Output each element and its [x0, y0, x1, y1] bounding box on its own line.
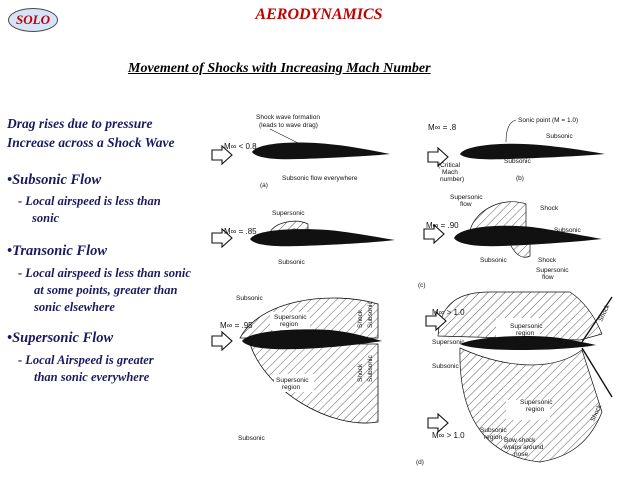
sonic-point-label: Sonic point (M = 1.0) — [518, 117, 578, 124]
subsonic-top-d1: Subsonic — [236, 295, 263, 302]
tag-a: (a) — [260, 182, 268, 189]
supersonic-top-d1-1: Supersonic — [274, 314, 307, 321]
subsonic-heading: •Subsonic Flow — [7, 172, 102, 188]
airfoil-d1 — [242, 329, 382, 350]
mach-top-d2: M∞ > 1.0 — [432, 308, 465, 317]
supersonic-mid-d2-1: Supersonic — [520, 399, 553, 406]
airfoil-b — [460, 143, 605, 160]
bow-shock-3: nose — [514, 451, 528, 458]
intro-line-2: Increase across a Shock Wave — [7, 135, 175, 150]
tag-c: (c) — [418, 282, 426, 289]
page-title: AERODYNAMICS — [255, 6, 383, 23]
panel-b: M∞ = .8 Sonic point (M = 1.0) Subsonic S… — [427, 117, 605, 183]
shock-top-d2: Shock — [597, 303, 611, 323]
transonic-line-2: at some points, greater than — [34, 283, 178, 297]
mach-bottom-d2: M∞ > 1.0 — [432, 431, 465, 440]
subsonic-top-c1: Subsonic — [320, 234, 347, 241]
airfoil-a — [252, 142, 390, 160]
critical-3: number) — [440, 176, 464, 183]
shock-top-c2: Shock — [540, 205, 559, 212]
supersonic-line-1: - Local Airspeed is greater — [18, 353, 154, 367]
intro-text: Drag rises due to pressure Increase acro… — [7, 114, 175, 152]
flow-arrow-icon — [211, 331, 233, 351]
subsonic-bottom-d1: Subsonic — [238, 435, 265, 442]
label-bg — [496, 318, 540, 338]
label-bg — [270, 312, 310, 330]
critical-1: (Critical — [438, 162, 461, 169]
supersonic-pocket-c2-bottom — [509, 243, 531, 258]
label-bg — [274, 374, 314, 392]
tag-b: (b) — [516, 175, 524, 182]
bow-shock-2: wraps around — [503, 444, 544, 451]
airfoil-c1 — [250, 229, 395, 247]
supersonic-region-d2-top — [437, 291, 603, 341]
supersonic-top-d1-2: region — [280, 321, 298, 328]
badge-label: SOLO — [16, 12, 50, 27]
transonic-line-3: sonic elsewhere — [34, 300, 115, 314]
supersonic-top-d2-1: Supersonic — [510, 323, 543, 330]
supersonic-line-2: than sonic everywhere — [34, 370, 150, 384]
oblique-shocks-d2 — [581, 296, 613, 398]
shock-bottom-d1: Shock — [357, 363, 364, 382]
panel-a: M∞ < 0.8 Shock wave formation (leads to … — [211, 114, 390, 189]
supersonic-c1: Supersonic — [272, 210, 305, 217]
solo-badge: SOLO — [8, 8, 58, 32]
subsonic-bottom-c1: Subsonic — [278, 259, 305, 266]
shock-top-d1: Shock — [357, 309, 364, 328]
supersonic-heading: •Supersonic Flow — [7, 330, 114, 346]
subsonic-line-1: - Local airspeed is less than — [18, 194, 161, 208]
subsonic-top-c2: Subsonic — [554, 227, 581, 234]
subsonic-bottom-c2: Subsonic — [480, 257, 507, 264]
critical-2: Mach — [442, 169, 458, 176]
shock-note-leader — [269, 128, 301, 145]
subsonic-top-b: Subsonic — [546, 133, 573, 140]
flow-label-a: Subsonic flow everywhere — [282, 175, 358, 182]
supersonic-left-d2: Supersonic — [432, 339, 465, 346]
subsonic-bottom-b: Subsonic — [504, 158, 531, 165]
subsonic-vert-top-d1: Subsonic — [367, 301, 374, 328]
transonic-heading: •Transonic Flow — [7, 243, 108, 259]
shock-movement-figure: M∞ < 0.8 Shock wave formation (leads to … — [211, 114, 613, 466]
mach-label-c2: M∞ = .90 — [426, 221, 459, 230]
label-bg — [506, 400, 550, 420]
supersonic-c2-1: Supersonic — [450, 194, 483, 201]
supersonic-pocket-c2-top — [469, 201, 527, 231]
subsonic-mid-d2-2: region — [484, 434, 502, 441]
airfoil-d2 — [460, 336, 596, 350]
supersonic-bottom-d1-1: Supersonic — [276, 377, 309, 384]
supersonic-c2-2: flow — [460, 201, 472, 208]
subsonic-mid-d2-1: Subsonic — [480, 427, 507, 434]
supersonic-flow-c2-2: flow — [542, 274, 554, 281]
tag-d: (d) — [416, 459, 424, 466]
transonic-line-1: - Local airspeed is less than sonic — [18, 266, 191, 280]
mach-label-d1: M∞ = .95 — [220, 321, 253, 330]
shock-bottom-c2: Shock — [538, 257, 557, 264]
supersonic-flow-c2-1: Supersonic — [536, 267, 569, 274]
panel-d2: M∞ > 1.0 M∞ > 1.0 Supersonic region Supe… — [416, 291, 613, 466]
sonic-point-leader — [505, 119, 517, 143]
bow-shock-1: Bow shock — [504, 437, 536, 444]
subsonic-left-d2: Subsonic — [432, 363, 459, 370]
shock-note-1: Shock wave formation — [256, 114, 320, 121]
intro-line-1: Drag rises due to pressure — [7, 116, 153, 131]
panel-c2: M∞ = .90 Supersonic flow Shock Shock Sub… — [418, 194, 602, 289]
supersonic-mid-d2-2: region — [526, 406, 544, 413]
page-subtitle: Movement of Shocks with Increasing Mach … — [128, 61, 431, 76]
airfoil-c2 — [454, 225, 602, 247]
panel-c1: M∞ = .85 Supersonic Shock Subsonic Subso… — [211, 210, 395, 266]
supersonic-top-d2-2: region — [516, 330, 534, 337]
shock-c1: Shock — [292, 228, 311, 235]
flow-arrow-icon — [427, 413, 449, 433]
supersonic-bottom-d1-2: region — [282, 384, 300, 391]
mach-label-b: M∞ = .8 — [428, 123, 457, 132]
subsonic-line-2: sonic — [32, 211, 60, 225]
subsonic-vert-bottom-d1: Subsonic — [367, 355, 374, 382]
mach-label-c1: M∞ = .85 — [224, 227, 257, 236]
panel-d1: M∞ = .95 Subsonic Subsonic Supersonic re… — [211, 295, 382, 442]
mach-label-a: M∞ < 0.8 — [224, 142, 257, 151]
shock-note-2: (leads to wave drag) — [259, 122, 318, 129]
